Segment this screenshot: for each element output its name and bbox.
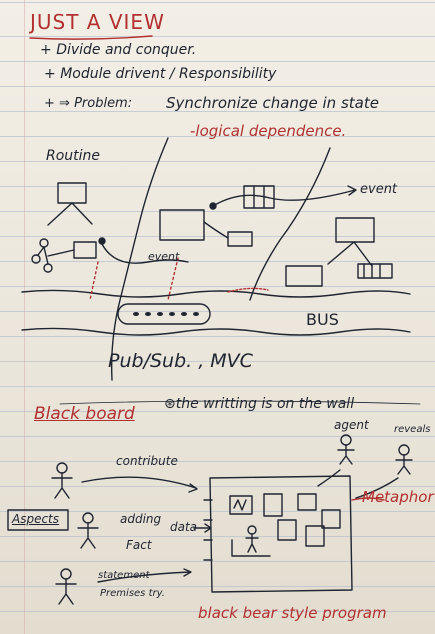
event-label-2: event <box>148 250 180 263</box>
reveals-label: reveals <box>394 424 431 435</box>
routine-box-mid <box>73 241 97 259</box>
circled-mark: ⊛ <box>164 396 176 412</box>
red-dependence-3 <box>227 287 269 293</box>
routine-label: Routine <box>46 148 101 164</box>
bb-item-4 <box>321 509 341 529</box>
agent-label: agent <box>334 418 369 432</box>
adding-label: adding <box>120 512 162 526</box>
bb-item-6 <box>305 525 325 547</box>
contribute-label: contribute <box>116 454 178 468</box>
footer-note: black bear style program <box>198 604 387 622</box>
margin-line <box>24 0 25 634</box>
divider-curve-left <box>111 137 169 381</box>
node-circle-2 <box>31 254 41 264</box>
right-box-left <box>285 265 323 287</box>
pubsub-label: Pub/Sub. , MVC <box>108 350 253 372</box>
bb-line-bottom <box>231 539 271 557</box>
arrow-reveals <box>355 477 399 499</box>
right-box-top <box>335 217 375 243</box>
red-dependence-1 <box>89 261 99 301</box>
event-box-top <box>243 185 275 209</box>
divider-curve-right <box>249 147 331 301</box>
bullet-mark: + ⇒ <box>44 96 75 111</box>
red-dependence-2 <box>167 257 179 301</box>
node-links <box>37 246 75 265</box>
bullet-text: Divide and conquer. <box>56 42 197 58</box>
metaphor-label: Metaphor <box>362 488 434 506</box>
node-circle-1 <box>39 238 49 248</box>
bullet-item-1: + Divide and conquer. <box>40 42 196 58</box>
arrow-statement <box>97 571 191 583</box>
bus-capsule <box>117 303 211 325</box>
bus-line-top <box>21 289 411 298</box>
arrow-contribute <box>81 476 197 489</box>
figure-adding <box>77 512 99 549</box>
statement-label: statement <box>98 570 150 581</box>
page-title: JUST A VIEW <box>30 10 165 34</box>
bullet-mark: + <box>40 42 57 58</box>
figure-agent <box>337 434 355 465</box>
fact-label: Fact <box>126 538 152 552</box>
figure-statement <box>55 568 77 605</box>
arrow-statement-head <box>183 568 192 577</box>
routine-box-top <box>57 182 87 204</box>
event-label-1: event <box>360 182 398 197</box>
blackboard-heading: Black board <box>34 404 135 424</box>
aspects-label: Aspects <box>12 512 60 526</box>
bus-dots <box>133 312 199 316</box>
arrow-contribute-head <box>188 483 198 493</box>
bb-item-1 <box>229 495 253 515</box>
blackboard-frame <box>209 475 353 593</box>
title-underline <box>29 35 153 40</box>
bullet-item-3: + ⇒ Problem: <box>44 96 132 111</box>
red-metaphor-arrow <box>351 497 385 501</box>
arrow-agent <box>317 469 341 487</box>
node-circle-3 <box>43 263 53 273</box>
premise-label: Premises try. <box>100 588 165 599</box>
event-arrow-top-head <box>347 185 357 196</box>
pubsub-underline <box>59 400 421 405</box>
bullet-text: Module drivent / Responsibility <box>60 66 277 82</box>
center-link <box>203 221 229 239</box>
figure-contribute <box>51 462 73 499</box>
data-label: data <box>170 520 198 534</box>
problem-note: -logical dependence. <box>190 122 347 140</box>
bb-item-1-zig <box>233 499 247 511</box>
problem-text: Synchronize change in state <box>166 94 379 112</box>
arrow-data-head <box>204 523 212 533</box>
bullet-mark: + <box>44 66 61 82</box>
bullet-item-2: + Module drivent / Responsibility <box>44 66 276 82</box>
blackboard-note: ⊛the writting is on the wall <box>164 396 354 412</box>
bullet-text: Problem: <box>74 96 133 111</box>
routine-tree-lines <box>47 202 93 226</box>
right-tree-lines <box>327 241 373 267</box>
figure-inner <box>245 525 259 553</box>
center-box-left <box>159 209 205 241</box>
note-text: the writting is on the wall <box>175 396 355 412</box>
revert-dot <box>98 237 106 245</box>
bb-item-5 <box>277 519 297 541</box>
bb-item-2 <box>263 493 283 517</box>
bus-line-bottom <box>21 327 411 336</box>
right-box-right <box>357 263 393 279</box>
figure-reveals <box>395 444 413 475</box>
event-arrow-top <box>212 189 356 207</box>
bb-item-3 <box>297 493 317 511</box>
board-ticks <box>203 499 213 561</box>
aspects-box <box>7 509 69 531</box>
bus-label: BUS <box>306 310 339 329</box>
right-box-right-lines <box>363 263 381 279</box>
center-box-right <box>227 231 253 247</box>
